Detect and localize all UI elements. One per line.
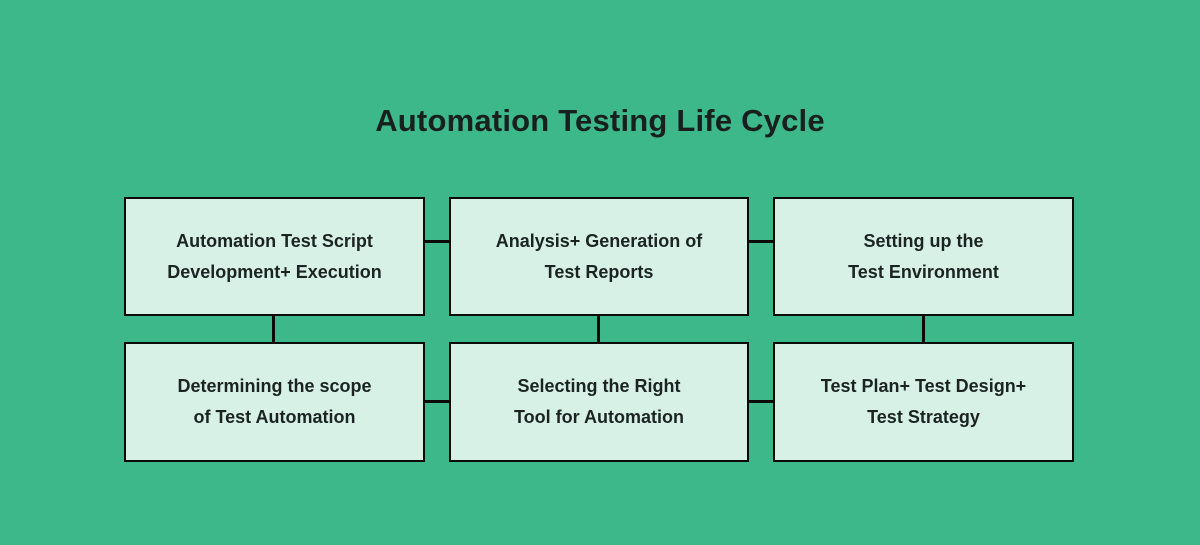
- stage-label-line: Test Strategy: [867, 407, 980, 427]
- stage-label-line: Setting up the: [863, 230, 984, 251]
- stage-label-line: Analysis+ Generation of: [495, 230, 703, 251]
- connector-row1-box1-box2: [424, 240, 450, 243]
- connector-col1-box1-box4: [272, 315, 275, 343]
- connector-row2-box4-box5: [424, 400, 450, 403]
- stage-label-line: Test Reports: [544, 261, 654, 282]
- stage-label-line: Selecting the Right: [517, 376, 681, 396]
- stage-box-test-plan-test-design-test-strategy: Test Plan+ Test Design+ Test Strategy: [773, 342, 1074, 462]
- connector-row1-box2-box3: [747, 240, 773, 243]
- stage-box-automation-test-script-development-execution: Automation Test Script Development+ Exec…: [124, 197, 425, 316]
- connector-row2-box5-box6: [747, 400, 773, 403]
- connector-col3-box3-box6: [922, 315, 925, 343]
- stage-label-line: Determining the scope: [177, 376, 372, 396]
- stage-label-line: Development+ Execution: [167, 261, 382, 282]
- diagram-title: Automation Testing Life Cycle: [375, 102, 825, 138]
- stage-label-line: of Test Automation: [193, 407, 356, 427]
- stage-box-setting-up-the-test-environment: Setting up the Test Environment: [773, 197, 1074, 316]
- stage-box-selecting-the-right-tool-for-automation: Selecting the Right Tool for Automation: [449, 342, 749, 462]
- stage-label-line: Automation Test Script: [176, 230, 373, 251]
- stage-box-determining-the-scope-of-test-automation: Determining the scope of Test Automation: [124, 342, 425, 462]
- stage-label-line: Test Plan+ Test Design+: [820, 376, 1027, 396]
- stage-box-analysis-generation-of-test-reports: Analysis+ Generation of Test Reports: [449, 197, 749, 316]
- stage-label-line: Tool for Automation: [514, 407, 684, 427]
- connector-col2-box2-box5: [597, 315, 600, 343]
- stage-label-line: Test Environment: [848, 261, 999, 282]
